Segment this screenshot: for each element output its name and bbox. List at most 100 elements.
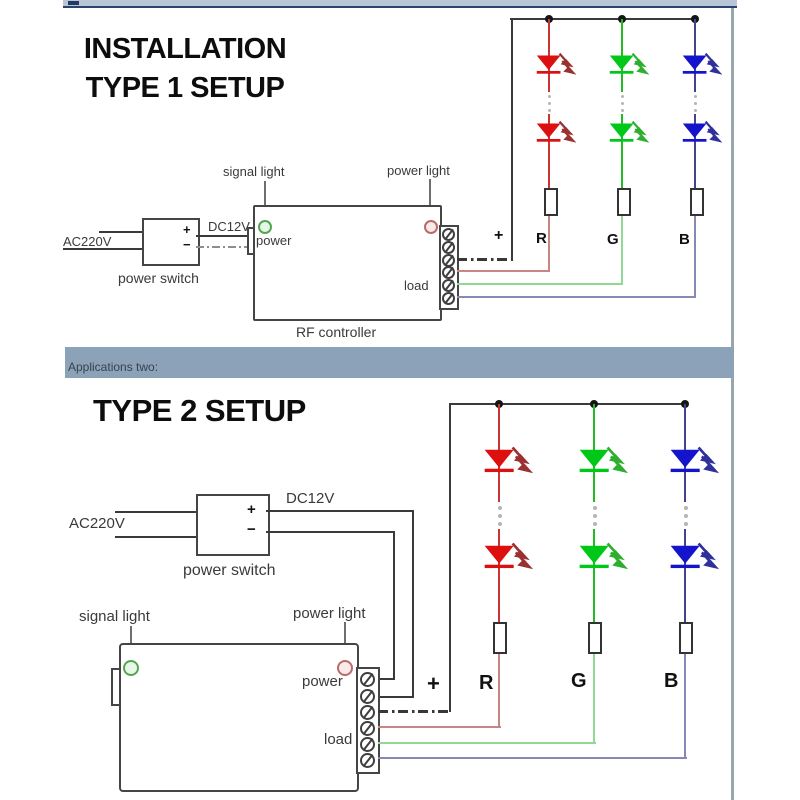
type2-signal-light-label: signal light [79, 608, 150, 625]
resistor [690, 188, 704, 216]
type1-power-light-pointer [429, 179, 431, 217]
type2-plus-wire-h2 [378, 696, 414, 698]
type1-power-switch-label: power switch [118, 270, 199, 286]
type1-terminal-screw-icon-2 [442, 241, 455, 254]
type1-signal-light-pointer [264, 181, 266, 217]
type1-dc-label: DC12V [208, 219, 250, 234]
type2-minus-wire-v [393, 531, 395, 679]
type1-channel-r-label: R [536, 230, 547, 247]
type1-ac-wire-top [99, 231, 142, 233]
type2-plus-wire-v [412, 510, 414, 698]
type2-switch-minus: − [247, 521, 256, 538]
continuation-dot [621, 109, 624, 112]
type1-power-light-label: power light [387, 163, 450, 178]
type2-terminal-screw-icon-2 [360, 689, 375, 704]
type1-power-switch-box [142, 218, 200, 266]
type2-signal-light-led-icon [123, 660, 139, 676]
type1-controller-box [253, 205, 442, 321]
type2-bus-plus-label: + [427, 671, 440, 696]
resistor [588, 622, 602, 654]
led-string-line [593, 529, 595, 622]
type2-minus-wire-h1 [266, 531, 395, 533]
type2-plus-bus-drop [449, 404, 451, 712]
type1-wire-red-riser [548, 212, 550, 272]
type1-wire-green [457, 283, 623, 285]
continuation-dot [621, 95, 624, 98]
type1-terminal-screw-icon-6 [442, 292, 455, 305]
type2-title: TYPE 2 SETUP [93, 393, 306, 428]
type2-wire-red [378, 726, 501, 728]
green-led-icon [578, 542, 626, 570]
type2-channel-b-label: B [664, 670, 679, 692]
continuation-dot [593, 522, 597, 526]
type2-terminal-screw-icon-4 [360, 721, 375, 736]
continuation-dot [694, 109, 697, 112]
continuation-dot [548, 95, 551, 98]
led-string-line [621, 114, 623, 188]
type1-dc-plus-wire [196, 235, 255, 237]
type2-power-terminal-label: power [302, 673, 343, 690]
type1-signal-light-label: signal light [223, 164, 285, 179]
type1-wire-red [457, 270, 550, 272]
type1-ac-wire-bottom [63, 248, 142, 250]
type2-anode-bus [449, 403, 687, 405]
top-bar [63, 0, 737, 8]
type2-power-light-pointer [344, 622, 346, 658]
type2-ac-wire-bottom [115, 536, 196, 538]
type2-terminal-screw-icon-5 [360, 737, 375, 752]
continuation-dot [593, 514, 597, 518]
type2-channel-r-label: R [479, 672, 494, 694]
type2-channel-g-label: G [571, 670, 587, 692]
type2-plus-wire-dashdot [378, 710, 452, 713]
continuation-dot [498, 514, 502, 518]
type2-terminal-screw-icon-1 [360, 672, 375, 687]
continuation-dot [684, 522, 688, 526]
type1-terminal-screw-icon-5 [442, 279, 455, 292]
type1-wire-blue-riser [694, 212, 696, 298]
type2-signal-light-pointer [130, 626, 132, 658]
type1-load-terminal-label: load [404, 278, 429, 293]
type2-wire-green [378, 742, 596, 744]
type1-wire-blue [457, 296, 696, 298]
type2-ac-label: AC220V [69, 515, 125, 532]
type1-title-line2: TYPE 1 SETUP [85, 72, 285, 104]
type2-power-switch-box [196, 494, 270, 556]
red-led-icon [535, 52, 575, 75]
continuation-dot [684, 514, 688, 518]
blue-led-icon [681, 52, 721, 75]
led-string-line [684, 529, 686, 622]
type1-title-line1: INSTALLATION [83, 33, 287, 65]
continuation-dot [498, 506, 502, 510]
red-led-icon [483, 542, 531, 570]
type2-terminal-screw-icon-3 [360, 705, 375, 720]
type2-load-terminal-label: load [324, 731, 353, 748]
type1-power-terminal-label: power [256, 233, 292, 248]
type2-terminal-screw-icon-6 [360, 753, 375, 768]
type2-power-light-led-icon [337, 660, 353, 676]
blue-led-icon [681, 120, 721, 143]
type1-power-light-led-icon [424, 220, 438, 234]
type1-controller-label: RF controller [296, 324, 377, 340]
type2-plus-wire-h1 [266, 510, 414, 512]
type2-wire-red-riser [498, 650, 500, 728]
continuation-dot [548, 109, 551, 112]
type2-dc-label: DC12V [286, 490, 335, 507]
resistor [617, 188, 631, 216]
type1-wire-green-riser [621, 212, 623, 285]
green-led-icon [608, 120, 648, 143]
continuation-dot [621, 102, 624, 105]
type2-power-light-label: power light [293, 605, 366, 622]
type1-anode-bus [510, 18, 697, 20]
applications-divider: Applications two: [65, 347, 734, 378]
type1-dc-minus-wire [196, 246, 295, 248]
type1-terminal-screw-icon-1 [442, 228, 455, 241]
blue-led-icon [669, 542, 717, 570]
green-led-icon [608, 52, 648, 75]
top-bar-mark [68, 1, 79, 5]
type2-switch-plus: + [247, 501, 256, 518]
type2-wire-blue-riser [684, 650, 686, 759]
type1-ac-label: AC220V [63, 234, 112, 249]
type1-channel-b-label: B [679, 231, 690, 248]
type1-signal-light-led-icon [258, 220, 272, 234]
